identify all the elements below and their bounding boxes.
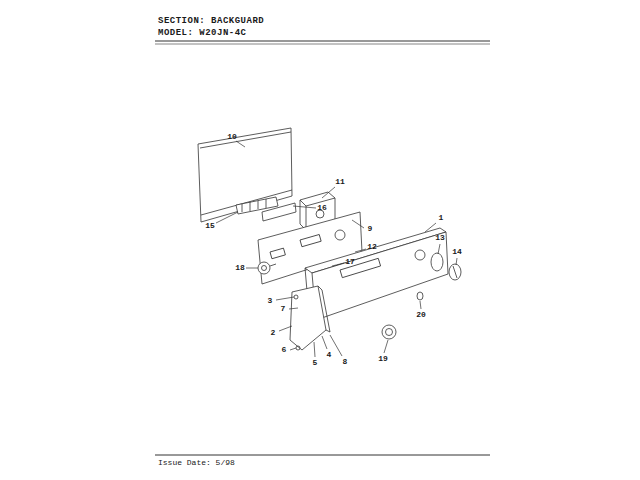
callout-number: 2 <box>270 329 277 337</box>
callout-number: 14 <box>451 248 463 256</box>
callout-number: 11 <box>334 178 346 186</box>
rotary-switch <box>258 262 276 274</box>
leader-lines <box>216 141 457 357</box>
callout-number: 9 <box>367 225 374 233</box>
header-text: MODEL: W20JN-4C <box>158 29 247 38</box>
callout-number: 6 <box>281 346 288 354</box>
console-housing <box>305 228 448 320</box>
callout-number: 4 <box>326 351 333 359</box>
end-cap <box>290 286 330 350</box>
knob <box>431 253 461 280</box>
callout-number: 10 <box>226 133 238 141</box>
issue-date: Issue Date: 5/98 <box>158 459 235 467</box>
callout-number: 13 <box>434 234 446 242</box>
indicator-ring <box>382 325 396 339</box>
callout-number: 17 <box>344 258 356 266</box>
header-text: SECTION: BACKGUARD <box>158 17 264 26</box>
switch-bracket <box>262 203 296 221</box>
callout-number: 18 <box>234 264 246 272</box>
callout-number: 19 <box>377 355 389 363</box>
callout-number: 20 <box>415 311 427 319</box>
header-rule <box>155 40 490 41</box>
callout-number: 5 <box>312 359 319 367</box>
plug-button <box>417 292 423 300</box>
callout-number: 15 <box>204 222 216 230</box>
callout-number: 16 <box>316 204 328 212</box>
callout-number: 8 <box>342 358 349 366</box>
callout-number: 1 <box>438 214 445 222</box>
header-rule <box>155 44 490 45</box>
callout-number: 7 <box>280 305 287 313</box>
footer-rule <box>155 455 490 456</box>
callout-number: 3 <box>267 297 274 305</box>
callout-number: 12 <box>366 243 378 251</box>
